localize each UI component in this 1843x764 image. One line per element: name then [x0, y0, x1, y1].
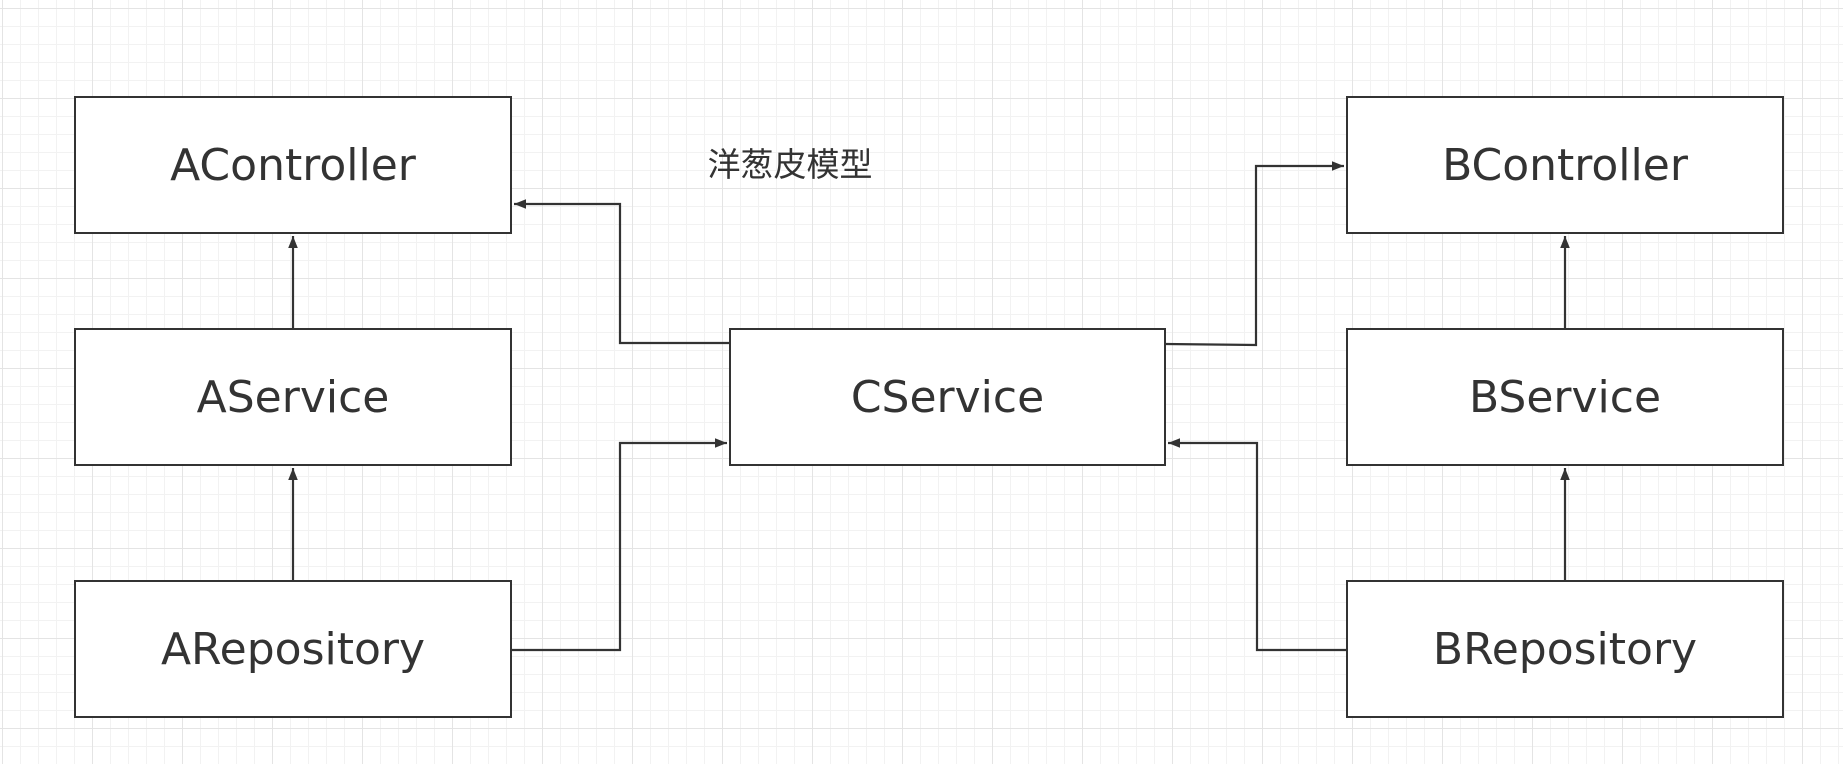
node-bservice[interactable]: BService [1346, 328, 1784, 466]
node-bcontroller-label: BController [1442, 139, 1688, 191]
node-brepository-label: BRepository [1432, 623, 1698, 675]
node-acontroller-label: AController [170, 139, 416, 191]
node-bcontroller[interactable]: BController [1346, 96, 1784, 234]
node-brepository[interactable]: BRepository [1346, 580, 1784, 718]
edge-arepository-to-cservice [512, 438, 727, 652]
node-cservice[interactable]: CService [729, 328, 1166, 466]
edge-brepository-to-cservice [1168, 438, 1346, 652]
node-acontroller[interactable]: AController [74, 96, 512, 234]
node-cservice-label: CService [850, 371, 1045, 423]
node-aservice[interactable]: AService [74, 328, 512, 466]
node-bservice-label: BService [1468, 371, 1662, 423]
edge-cservice-to-acontroller [514, 199, 729, 345]
node-aservice-label: AService [196, 371, 390, 423]
edge-cservice-to-bcontroller [1165, 161, 1344, 347]
diagram-title: 洋葱皮模型 [707, 145, 873, 184]
node-arepository-label: ARepository [160, 623, 426, 675]
node-arepository[interactable]: ARepository [74, 580, 512, 718]
